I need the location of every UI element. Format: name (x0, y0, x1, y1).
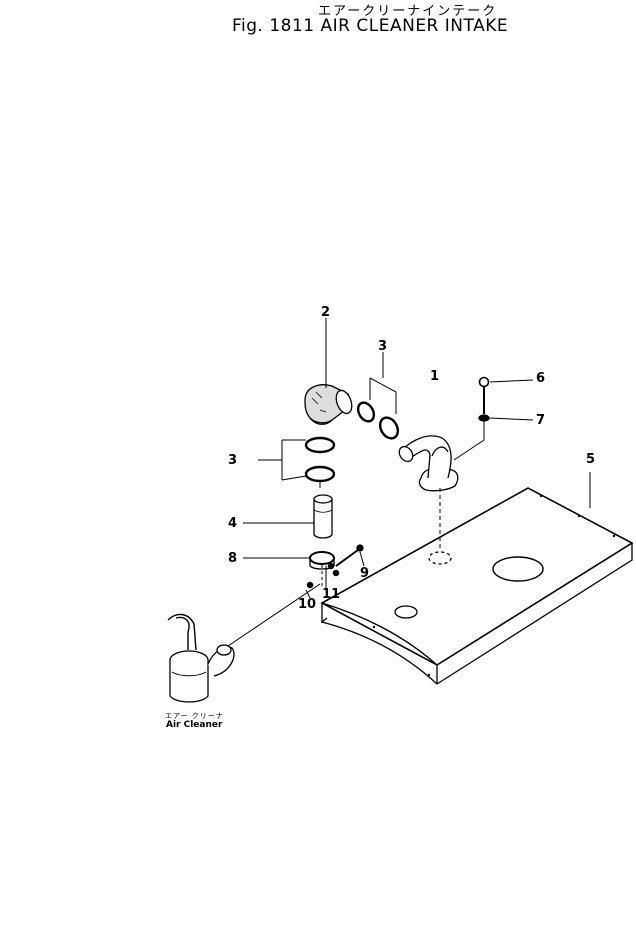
air-cleaner-label-japanese: エアー クリーナ (165, 712, 224, 720)
part-label-6: 6 (536, 371, 546, 386)
air-cleaner-label: Air Cleaner (166, 720, 223, 730)
part-label-8: 8 (228, 551, 238, 566)
rubber-elbow-part (304, 318, 353, 425)
lower-hose-clamps-part (258, 436, 336, 488)
part-label-9: 9 (360, 566, 370, 581)
figure-title: Fig. 1811 AIR CLEANER INTAKE (232, 16, 509, 36)
part-label-3-lower: 3 (228, 453, 238, 468)
part-label-11: 11 (322, 587, 341, 602)
intake-elbow-pipe-part (398, 435, 459, 548)
top-bolt-washer-parts (453, 376, 591, 508)
air-cleaner-assembly (167, 583, 321, 703)
part-label-5: 5 (586, 452, 596, 467)
clamp-ring-part (243, 551, 335, 570)
figure-title-japanese: エアークリーナインテーク (318, 4, 498, 19)
part-label-2: 2 (321, 305, 331, 320)
bolt-washer-nut-parts (305, 544, 365, 599)
part-label-10: 10 (298, 597, 317, 612)
part-label-4: 4 (228, 516, 238, 531)
cover-plate-part (320, 487, 634, 685)
straight-pipe-part (243, 494, 333, 539)
part-label-7: 7 (536, 413, 546, 428)
part-label-1: 1 (430, 369, 440, 384)
part-label-3-upper: 3 (378, 339, 388, 354)
upper-hose-clamps-part (356, 352, 400, 440)
